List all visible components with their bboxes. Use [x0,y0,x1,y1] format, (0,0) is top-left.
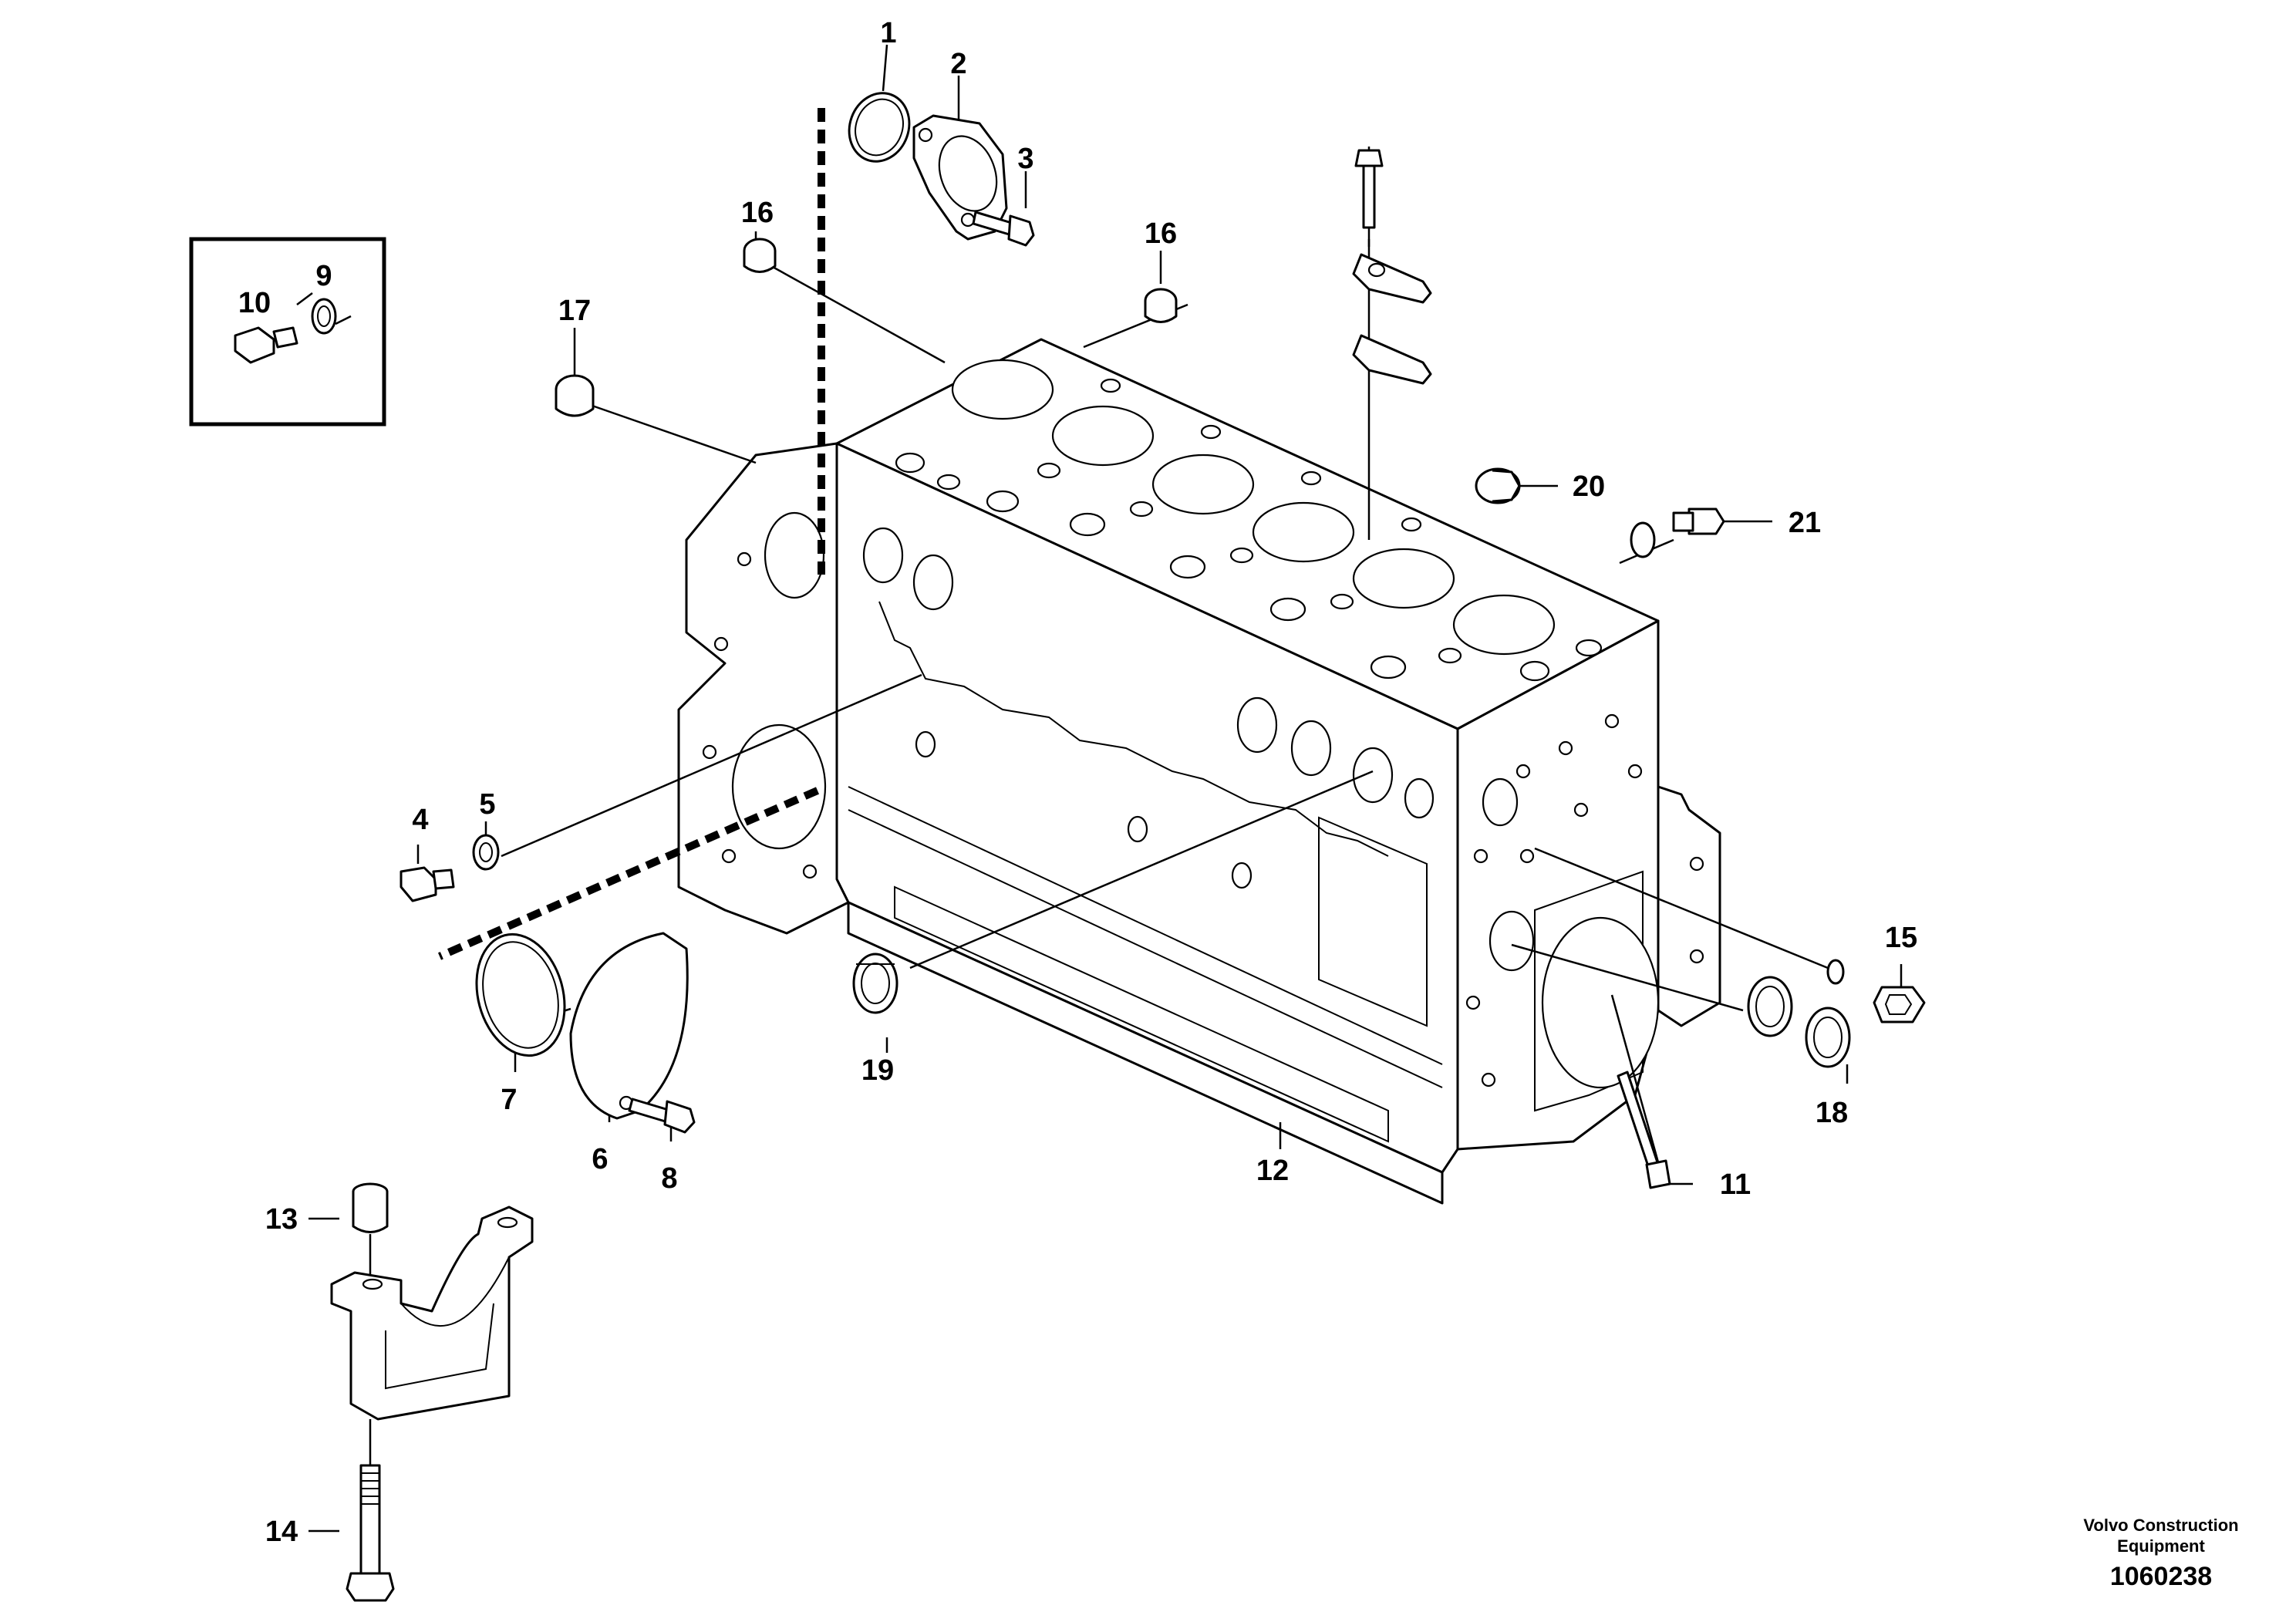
bolt-4 [400,866,455,902]
cover-plate-6 [569,932,689,1120]
label-part-12: 12 [1256,1155,1289,1187]
seal-19 [852,953,899,1014]
plug-15 [1826,959,1926,1023]
label-part-14: 14 [265,1516,298,1548]
label-part-21: 21 [1789,507,1821,539]
plug-17 [555,374,595,417]
cylinder-block [677,338,1721,1205]
cover-plate-top [1352,253,1432,304]
inset-box [189,237,386,427]
label-part-2: 2 [950,48,966,80]
main-bearing-cap [330,1206,534,1421]
bolt-14 [346,1464,395,1602]
label-part-18: 18 [1816,1097,1848,1129]
bolt-3 [972,211,1035,247]
label-part-20: 20 [1573,470,1605,503]
o-ring-1 [848,92,911,163]
label-part-16a: 16 [741,197,774,229]
label-part-8: 8 [661,1162,677,1195]
seal-18 [1747,976,1851,1068]
bolt-11 [1617,1071,1671,1189]
bolt-10 [234,326,298,364]
label-part-7: 7 [501,1084,517,1116]
assembly-path-rear [437,787,820,960]
leader-lines [296,44,1903,1533]
document-number: 1060238 [2110,1562,2212,1591]
label-part-5: 5 [479,788,495,821]
bolt-8 [628,1098,696,1134]
label-part-11: 11 [1720,1168,1751,1201]
label-part-10: 10 [238,287,271,319]
callout-labels: 1 2 3 16 16 17 9 10 20 21 4 5 7 6 8 19 1… [238,17,1917,1548]
plug-16a [743,238,777,273]
label-part-6: 6 [592,1143,608,1175]
sleeve-13 [352,1182,389,1233]
plug-21 [1630,508,1725,558]
gasket-top [1352,334,1432,385]
credit-line-1: Volvo Construction [2083,1516,2238,1535]
plug-16b [1144,288,1178,323]
label-part-1: 1 [880,17,896,49]
label-part-4: 4 [412,804,428,836]
label-part-3: 3 [1017,143,1033,175]
credit-line-2: Equipment [2117,1536,2205,1556]
label-part-19: 19 [861,1054,894,1087]
plug-20 [1475,467,1521,504]
washer-9 [311,298,337,335]
label-part-9: 9 [315,260,332,292]
label-part-15: 15 [1885,922,1917,954]
washer-5 [472,834,500,871]
label-part-16b: 16 [1145,218,1177,250]
o-ring-7 [475,932,566,1057]
label-part-13: 13 [265,1203,298,1236]
bolt-top [1354,149,1384,229]
label-part-17: 17 [558,295,591,327]
